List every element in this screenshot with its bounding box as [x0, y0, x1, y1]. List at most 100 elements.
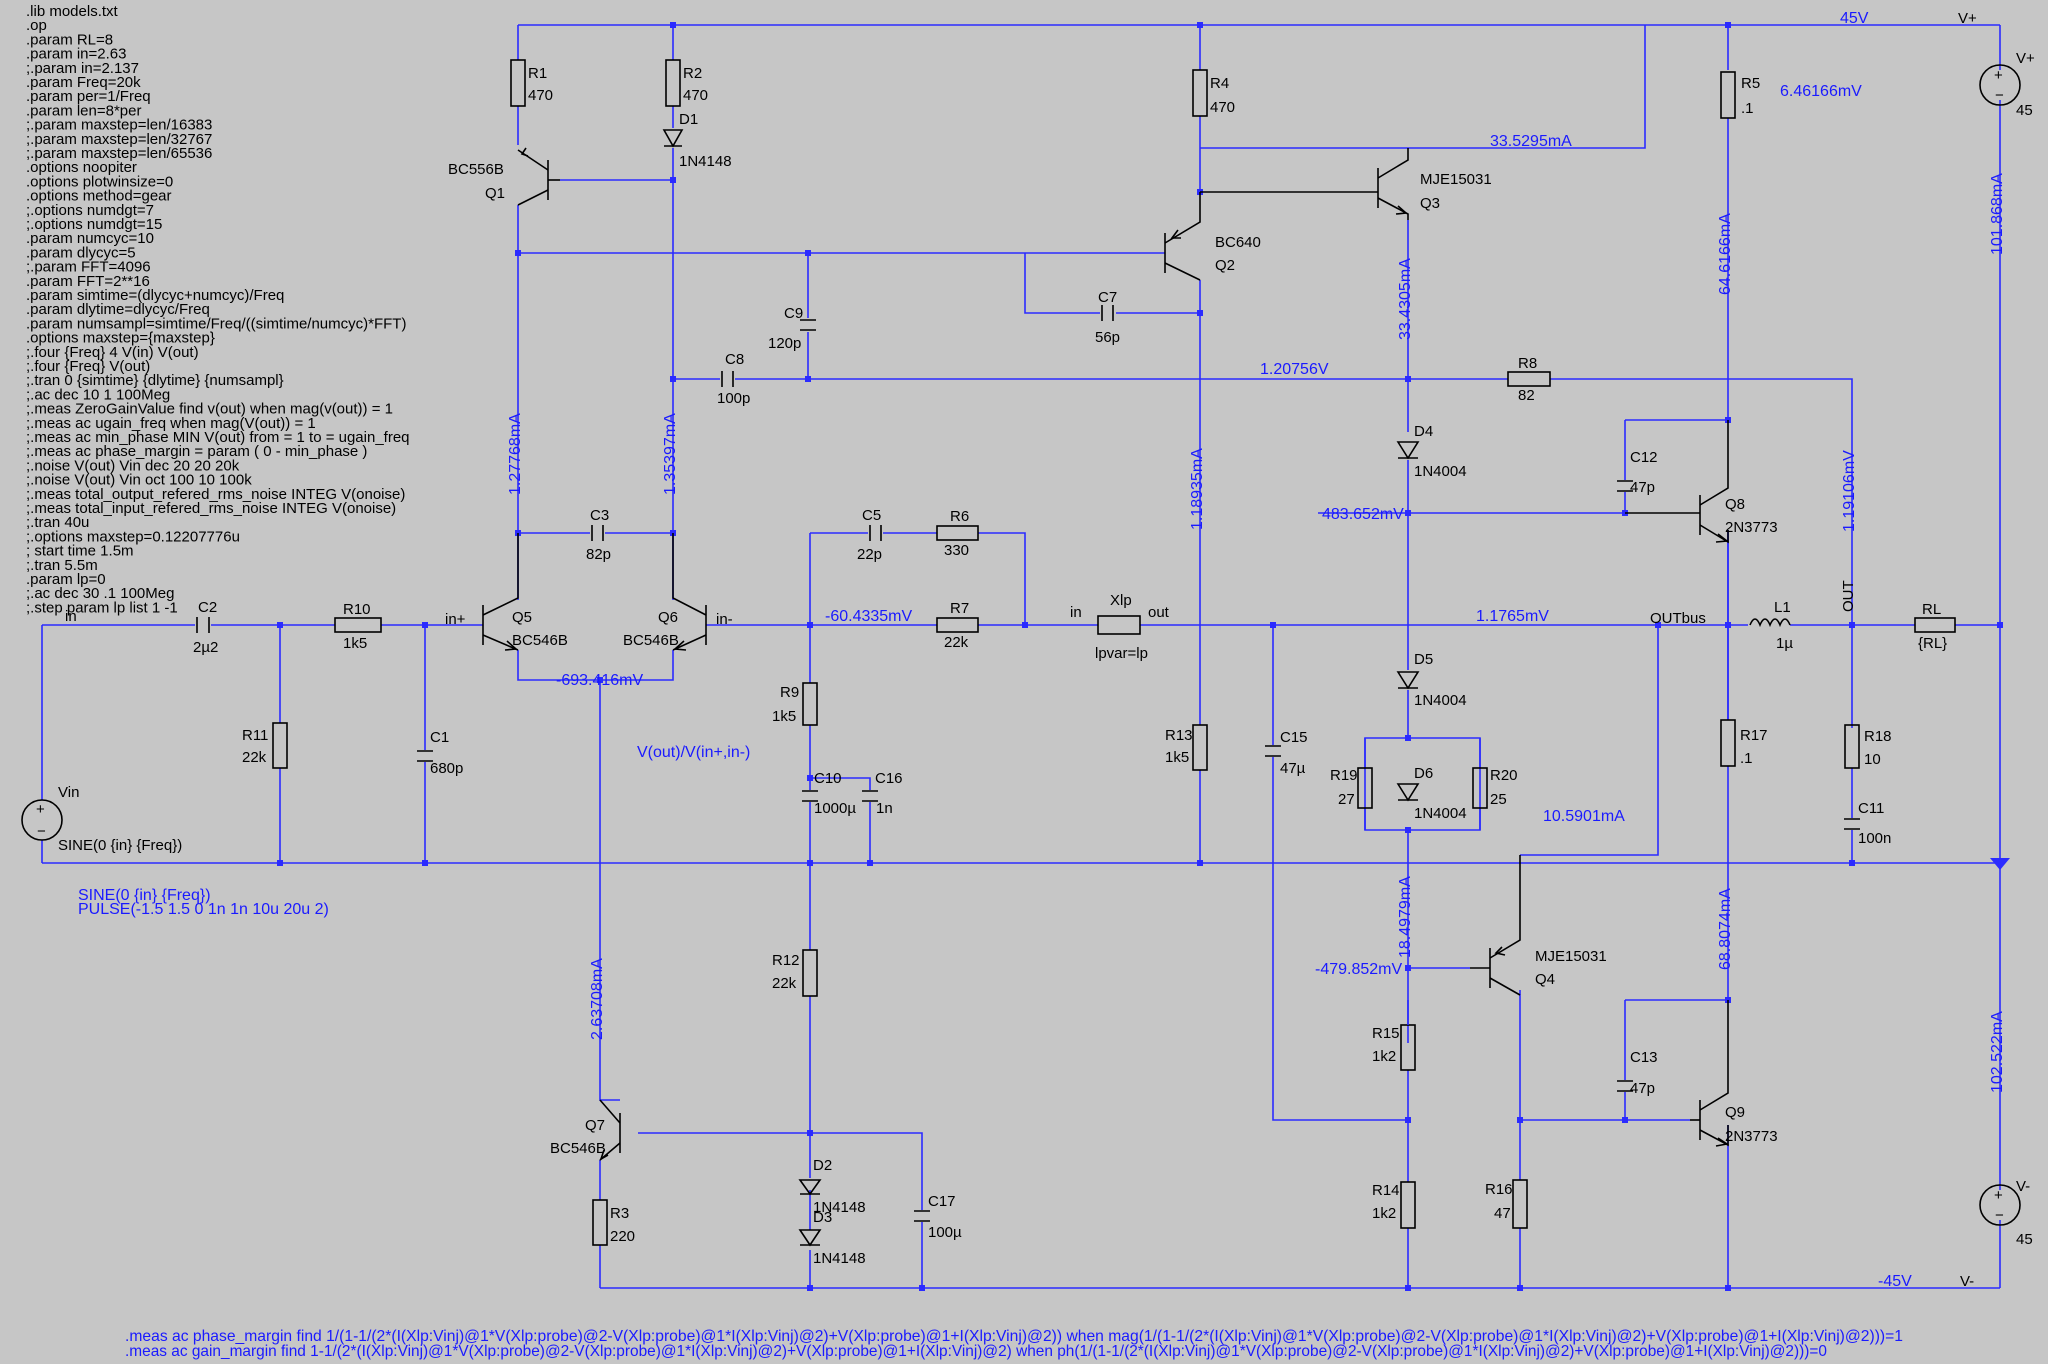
directive-line[interactable]: ;.meas total_input_refered_rms_noise INT… [26, 500, 396, 517]
R20-body[interactable] [1472, 767, 1488, 809]
directive-line[interactable]: ;.param maxstep=len/65536 [26, 145, 212, 162]
R14-body[interactable] [1400, 1181, 1416, 1229]
directive-line[interactable]: ;.tran 40u [26, 514, 89, 531]
Q1-symbol[interactable] [517, 147, 560, 206]
C1-symbol[interactable] [417, 750, 433, 762]
Q8-symbol[interactable] [1625, 420, 1730, 544]
RL-body[interactable] [1914, 617, 1956, 633]
C5-symbol[interactable] [869, 525, 882, 541]
Vin-source[interactable]: +− [21, 799, 63, 841]
directive-line[interactable]: .options maxstep={maxstep} [26, 330, 215, 347]
directive-line[interactable]: .param numsampl=simtime/Freq/((simtime/n… [26, 315, 406, 332]
R1-body[interactable] [510, 59, 526, 107]
C7-symbol[interactable] [1101, 305, 1114, 321]
C2-symbol[interactable] [196, 617, 210, 633]
directive-line[interactable]: ;.four {Freq} 4 V(in) V(out) [26, 344, 199, 361]
R18-body[interactable] [1844, 724, 1860, 769]
directive-line[interactable]: ;.options numdgt=15 [26, 216, 162, 233]
directive-line[interactable]: .param dlytime=dlycyc/Freq [26, 301, 210, 318]
C12-symbol[interactable] [1617, 480, 1633, 492]
directive-line[interactable]: .param FFT=2**16 [26, 273, 150, 290]
directive-line[interactable]: .param in=2.63 [26, 46, 126, 63]
Xlp-body[interactable] [1097, 615, 1141, 635]
D5-symbol[interactable] [1396, 671, 1420, 690]
directive-line[interactable]: .options method=gear [26, 188, 172, 205]
C16-symbol[interactable] [862, 790, 878, 802]
directive-line[interactable]: ;.param FFT=4096 [26, 259, 151, 276]
directive-line[interactable]: .param RL=8 [26, 31, 113, 48]
directive-line[interactable]: ;.tran 0 {simtime} {dlytime} {numsampl} [26, 372, 284, 389]
Q7-symbol[interactable] [599, 1099, 621, 1161]
R9-body[interactable] [802, 682, 818, 726]
R3-body[interactable] [592, 1199, 608, 1246]
C17-symbol[interactable] [914, 1210, 930, 1222]
R16-body[interactable] [1512, 1179, 1528, 1229]
directive-line[interactable]: ;.step param lp list 1 -1 [26, 599, 178, 616]
L1-symbol[interactable] [1749, 618, 1791, 628]
directive-line[interactable]: ;.options maxstep=0.12207776u [26, 528, 240, 545]
R10-body[interactable] [334, 617, 382, 633]
directive-line[interactable]: ; start time 1.5m [26, 543, 134, 560]
directive-line[interactable]: ;.ac dec 30 .1 100Meg [26, 585, 174, 602]
Q9-symbol[interactable] [1690, 1000, 1730, 1147]
directive-line[interactable]: .op [26, 17, 47, 34]
R8-body[interactable] [1507, 371, 1551, 387]
R6-body[interactable] [936, 525, 979, 541]
directive-line[interactable]: .options noopiter [26, 159, 137, 176]
D1-symbol[interactable] [662, 129, 684, 148]
D6-symbol[interactable] [1396, 783, 1420, 802]
directive-line[interactable]: .param numcyc=10 [26, 230, 154, 247]
R7-body[interactable] [936, 617, 979, 633]
Vminus-source[interactable]: +− [1979, 1184, 2021, 1226]
directive-line[interactable]: ;.ac dec 10 1 100Meg [26, 386, 170, 403]
C3-symbol[interactable] [591, 525, 604, 541]
R11-body[interactable] [272, 722, 288, 769]
directive-line[interactable]: .param lp=0 [26, 571, 106, 588]
Q2-symbol[interactable] [1164, 192, 1201, 281]
directive-line[interactable]: .param Freq=20k [26, 74, 141, 91]
directive-line[interactable]: .param per=1/Freq [26, 88, 151, 105]
directive-line[interactable]: ;.tran 5.5m [26, 557, 98, 574]
directive-line[interactable]: ;.meas total_output_refered_rms_noise IN… [26, 486, 405, 503]
C8-symbol[interactable] [721, 371, 734, 387]
directive-line[interactable]: ;.param maxstep=len/32767 [26, 131, 212, 148]
R4-body[interactable] [1192, 69, 1208, 117]
C9-symbol[interactable] [800, 319, 816, 331]
Q6-symbol[interactable] [672, 533, 707, 651]
R13-body[interactable] [1192, 724, 1208, 771]
Q5-symbol[interactable] [482, 533, 519, 651]
D3-symbol[interactable] [798, 1229, 822, 1247]
R5-body[interactable] [1720, 71, 1736, 119]
R13-value: 1k5 [1165, 749, 1189, 766]
Vplus-source[interactable]: +− [1979, 64, 2021, 106]
directive-line[interactable]: .options plotwinsize=0 [26, 173, 173, 190]
directive-line[interactable]: ;.four {Freq} V(out) [26, 358, 150, 375]
directive-line[interactable]: ;.noise V(out) Vin oct 100 10 100k [26, 472, 252, 489]
directive-line[interactable]: .param simtime=(dlycyc+numcyc)/Freq [26, 287, 284, 304]
r2-current: 1.35397mA [662, 413, 679, 495]
C10-symbol[interactable] [802, 790, 818, 802]
C15-symbol[interactable] [1265, 745, 1281, 757]
directive-line[interactable]: .param dlycyc=5 [26, 244, 136, 261]
R2-body[interactable] [665, 59, 681, 107]
D4-symbol[interactable] [1396, 441, 1420, 460]
Q3-symbol[interactable] [1200, 148, 1409, 220]
directive-line[interactable]: ;.meas ac phase_margin = param ( 0 - min… [26, 443, 367, 460]
directive-line[interactable]: ;.param maxstep=len/16383 [26, 117, 212, 134]
directive-line[interactable]: ;.meas ac min_phase MIN V(out) from = 1 … [26, 429, 410, 446]
directive-line[interactable]: ;.meas ac ugain_freq when mag(V(out)) = … [26, 415, 316, 432]
C13-symbol[interactable] [1617, 1080, 1633, 1092]
directive-line[interactable]: .param len=8*per [26, 102, 142, 119]
directive-line[interactable]: .lib models.txt [26, 3, 119, 20]
R12-body[interactable] [802, 949, 818, 997]
directive-line[interactable]: ;.param in=2.137 [26, 60, 139, 77]
directive-line[interactable]: ;.options numdgt=7 [26, 202, 154, 219]
R19-body[interactable] [1357, 767, 1373, 809]
directive-line[interactable]: ;.meas ZeroGainValue find v(out) when ma… [26, 401, 393, 418]
R17-body[interactable] [1720, 719, 1736, 767]
Q4-symbol[interactable] [1470, 855, 1521, 996]
D2-symbol[interactable] [798, 1179, 822, 1196]
directive-line[interactable]: ;.noise V(out) Vin dec 20 20 20k [26, 457, 240, 474]
C11-symbol[interactable] [1844, 818, 1860, 830]
